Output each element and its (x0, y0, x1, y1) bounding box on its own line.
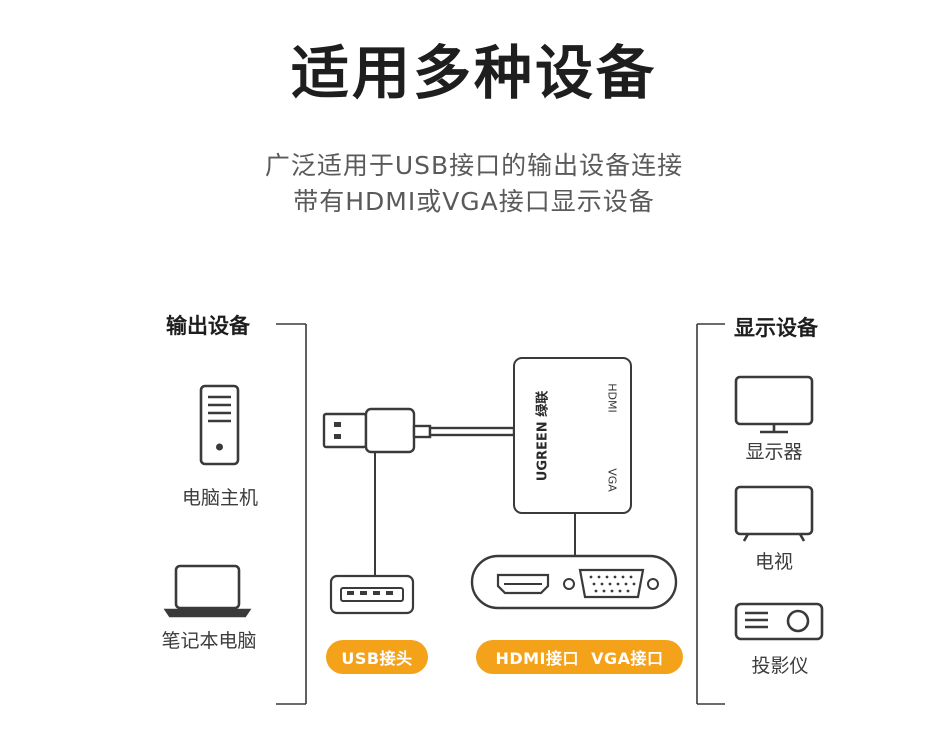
hdmi-vga-port-badge: HDMI接口 VGA接口 (476, 640, 683, 674)
adapter-hdmi-label: HDMI (605, 383, 619, 413)
usb-cable (412, 424, 516, 439)
laptop-icon (163, 564, 252, 618)
adapter-vga-label: VGA (605, 468, 619, 492)
device-label-desktop: 电脑主机 (181, 487, 258, 509)
subtitle-line-1: 广泛适用于USB接口的输出设备连接 (264, 151, 684, 180)
monitor-icon (734, 375, 814, 434)
device-label-tv: 电视 (754, 551, 793, 573)
page-title: 适用多种设备 (290, 39, 657, 107)
output-devices-title: 输出设备 (166, 314, 250, 338)
display-devices-title: 显示设备 (734, 316, 818, 340)
ports-panel (470, 554, 678, 610)
left-bracket (276, 323, 307, 705)
adapter-body (513, 357, 632, 514)
usb-connector-badge: USB接头 (326, 640, 428, 674)
usb-plug (322, 407, 416, 454)
desktop-tower-icon (199, 384, 240, 466)
usb-port-icon (329, 574, 415, 615)
adapter-brand-label: UGREEN 绿联 (535, 390, 551, 482)
tv-icon (734, 485, 814, 542)
device-label-projector: 投影仪 (751, 655, 809, 677)
device-label-monitor: 显示器 (745, 441, 803, 463)
right-bracket (696, 323, 725, 705)
subtitle-line-2: 带有HDMI或VGA接口显示设备 (293, 187, 655, 216)
device-label-laptop: 笔记本电脑 (161, 630, 257, 652)
projector-icon (734, 602, 824, 641)
